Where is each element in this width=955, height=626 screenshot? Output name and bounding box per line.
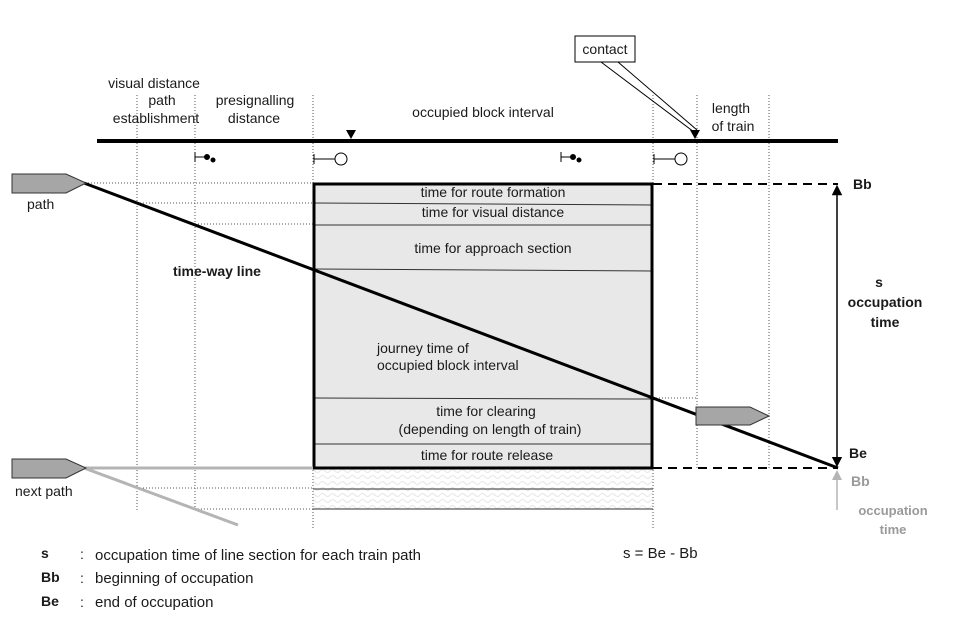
- callout-pointer: [617, 61, 698, 131]
- occupation-label: occupation: [848, 294, 923, 310]
- row-route-release: time for route release: [421, 447, 553, 463]
- formula-label: s = Be - Bb: [623, 545, 698, 562]
- presignalling-label-1: presignalling: [216, 92, 295, 108]
- next-occupation-arrow-head: [832, 470, 842, 480]
- row-clearing-1: time for clearing: [436, 403, 536, 419]
- row-approach-section: time for approach section: [414, 240, 571, 256]
- train-arrow-icon: [11, 458, 88, 479]
- legend-sep: :: [80, 594, 84, 610]
- left-guide-lines: [85, 182, 313, 510]
- presignal-icon: [194, 152, 216, 163]
- s-label: s: [875, 274, 883, 290]
- train-arrow-icon: [11, 173, 88, 194]
- path-label: path: [27, 196, 54, 212]
- time-next-label: time: [880, 522, 907, 537]
- signal-icon: [653, 152, 688, 166]
- legend-key-be: Be: [41, 593, 59, 609]
- legend-sep: :: [80, 570, 84, 586]
- blocking-time-block-border: [312, 182, 654, 470]
- length-of-train-label-1: length: [712, 100, 750, 116]
- legend-key-bb: Bb: [41, 569, 60, 585]
- row-visual-distance: time for visual distance: [422, 204, 565, 220]
- legend-text-be: end of occupation: [95, 594, 213, 611]
- occupation-next-label: occupation: [858, 503, 927, 518]
- legend-text-bb: beginning of occupation: [95, 570, 253, 587]
- marker-triangle-icon: [346, 130, 356, 139]
- row-journey-time-2: occupied block interval: [377, 357, 519, 373]
- legend: s : occupation time of line section for …: [41, 545, 421, 611]
- next-path-label: next path: [15, 483, 73, 499]
- presignalling-label-2: distance: [228, 110, 280, 126]
- next-time-way-line: [83, 466, 239, 527]
- presignal-icon: [560, 152, 582, 163]
- train-arrow-icon: [695, 406, 771, 426]
- row-route-formation: time for route formation: [421, 184, 566, 200]
- signal-icon: [313, 152, 348, 166]
- length-of-train-label-2: of train: [712, 118, 755, 134]
- callout-pointer: [600, 61, 695, 133]
- row-clearing-2: (depending on length of train): [399, 421, 582, 437]
- be-label: Be: [849, 445, 867, 461]
- row-journey-time-1: journey time of: [376, 340, 469, 356]
- path-establishment-label-2: establishment: [113, 110, 199, 126]
- contact-callout-box: [574, 35, 636, 63]
- block-row-dividers: [313, 202, 653, 445]
- contact-label: contact: [582, 41, 627, 57]
- time-way-line-label: time-way line: [173, 263, 261, 279]
- time-label: time: [871, 314, 900, 330]
- contact-marker-icon: [690, 130, 700, 139]
- blocking-time-block: [314, 184, 652, 468]
- legend-sep: :: [80, 546, 84, 562]
- visual-distance-label: visual distance: [108, 75, 200, 91]
- occupied-block-interval-label: occupied block interval: [412, 104, 554, 120]
- path-establishment-label-1: path: [148, 92, 175, 108]
- bb-label: Bb: [853, 176, 872, 192]
- bb-next-label: Bb: [851, 473, 870, 489]
- legend-key-s: s: [41, 545, 49, 561]
- legend-text-s: occupation time of line section for each…: [95, 547, 421, 564]
